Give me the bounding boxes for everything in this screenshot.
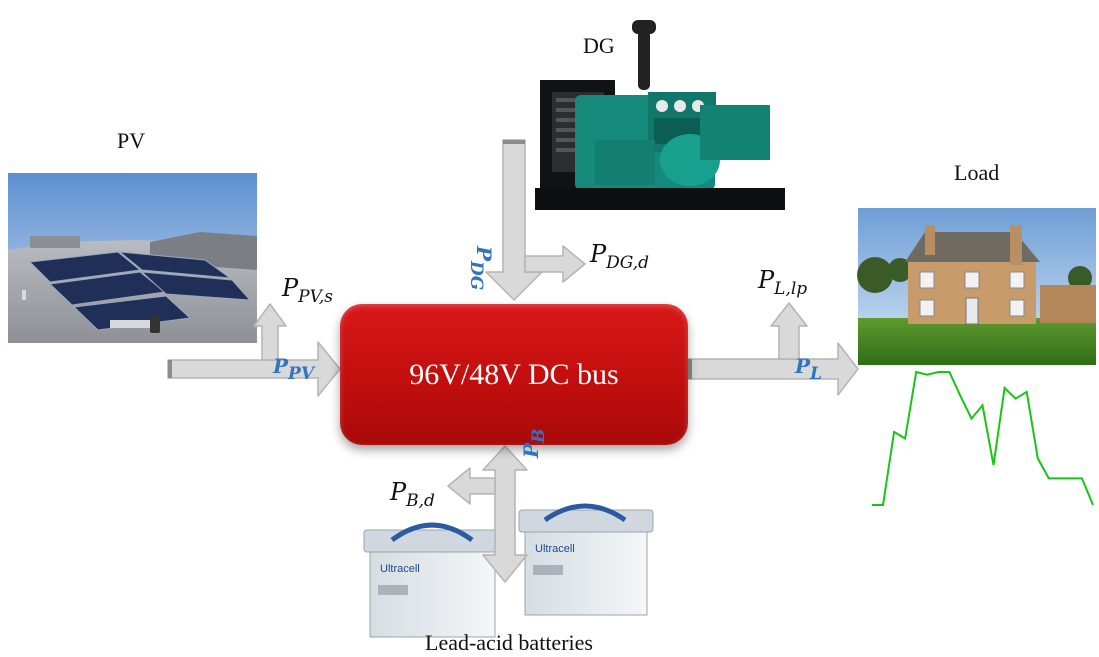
- dg-arrow-tail: [503, 140, 525, 144]
- load-profile-line: [872, 370, 1094, 506]
- label-p-pv-s: PPV,s: [282, 274, 334, 307]
- pv-arrow-tail: [168, 360, 172, 378]
- label-p-l-lp: PL,lp: [758, 266, 808, 299]
- battery-image-2: Ultracell: [518, 503, 654, 616]
- dg-dump-arrow: [524, 245, 586, 283]
- pv-to-bus-arrow: [167, 341, 341, 397]
- load-lost-power-arrow: [770, 302, 808, 360]
- svg-text:Ultracell: Ultracell: [535, 543, 575, 555]
- pv-image: [8, 173, 257, 343]
- battery-bidirectional-arrow: [482, 445, 528, 583]
- load-title: Load: [954, 160, 1000, 185]
- dc-bus-block: 96V/48V DC bus: [340, 304, 688, 445]
- svg-text:Ultracell: Ultracell: [380, 563, 420, 575]
- label-p-dg-d: PDG,d: [590, 240, 650, 273]
- house-image: [857, 208, 1096, 365]
- batteries-title: Lead-acid batteries: [425, 630, 593, 655]
- dg-to-bus-arrow: [485, 139, 543, 301]
- label-p-pv: PPV: [273, 354, 315, 384]
- diesel-generator-image: [535, 20, 785, 210]
- battery-dump-arrow: [447, 467, 496, 505]
- pv-surplus-arrow: [253, 303, 287, 361]
- dg-title: DG: [583, 33, 615, 58]
- label-p-b-d: PB,d: [390, 478, 435, 511]
- bus-to-load-arrow: [687, 342, 859, 396]
- dc-bus-label: 96V/48V DC bus: [409, 357, 619, 391]
- label-p-l: PL: [795, 354, 822, 384]
- load-profile: [870, 368, 1095, 508]
- pv-title: PV: [117, 128, 146, 153]
- label-p-b: PB: [519, 428, 549, 458]
- battery-image-1: Ultracell: [363, 522, 502, 638]
- label-p-dg: PDG: [466, 246, 496, 291]
- load-arrow-tail: [688, 359, 692, 379]
